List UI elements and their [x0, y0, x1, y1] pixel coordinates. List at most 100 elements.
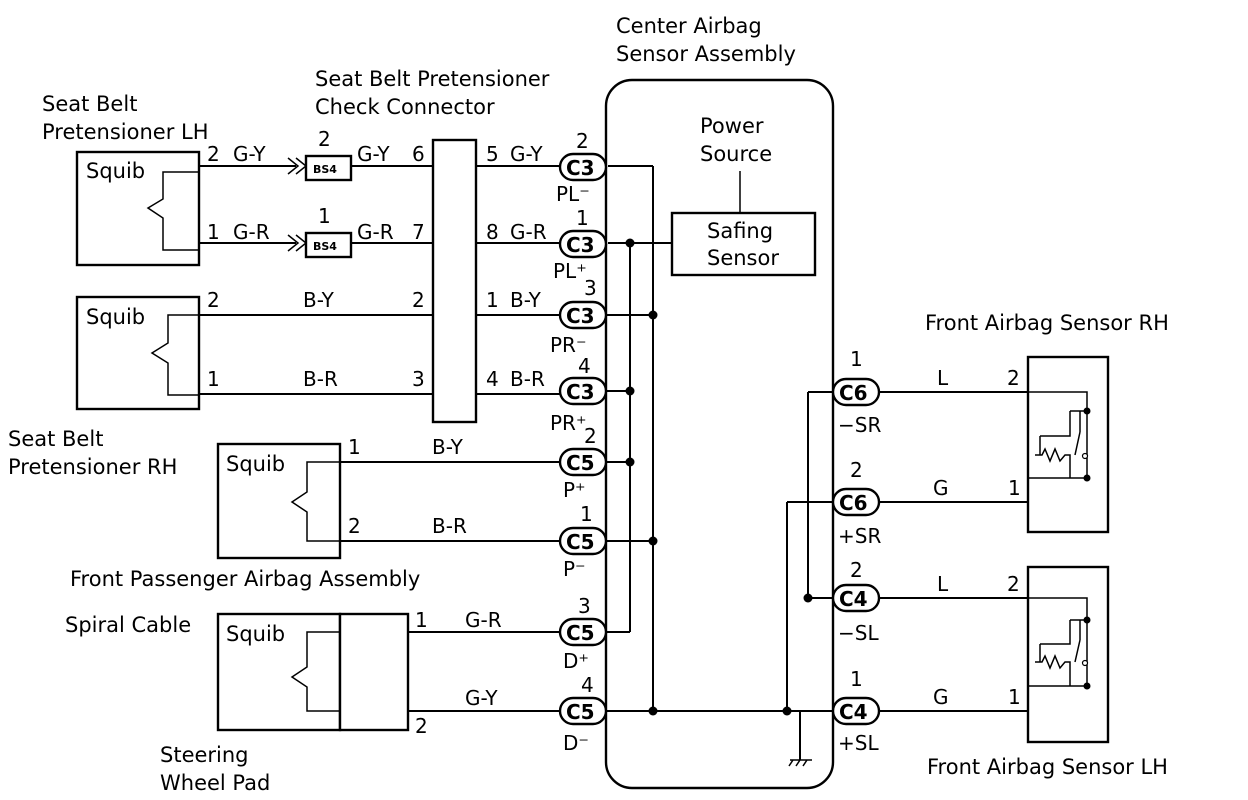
center-airbag-label-1: Center Airbag: [616, 14, 762, 38]
svg-text:3: 3: [584, 276, 597, 300]
junction-dot: [803, 593, 813, 603]
wire-color-label: G-Y: [233, 142, 266, 166]
pretensioner-rh-label-2: Pretensioner RH: [8, 455, 177, 479]
squib-element-icon: [290, 631, 340, 712]
bs4-connector-upper: [304, 154, 353, 182]
svg-text:C3: C3: [566, 380, 595, 404]
wire-color-label: G-R: [357, 220, 394, 244]
pin-label: 7: [412, 220, 425, 244]
signal-p-plus: P⁺: [563, 478, 586, 502]
front-airbag-sensor-lh-label: Front Airbag Sensor LH: [927, 755, 1168, 779]
pin-label: 1: [318, 204, 331, 228]
pin-label: 2: [318, 127, 331, 151]
pret-check-label-2: Check Connector: [315, 95, 495, 119]
sensor-switch-rh-icon: [1028, 391, 1091, 482]
bs4-connector-lower: [304, 231, 353, 259]
svg-text:C4: C4: [839, 700, 868, 724]
pret-check-label-1: Seat Belt Pretensioner: [315, 67, 550, 91]
wire-color-label: B-Y: [510, 288, 542, 312]
pin-label: 1: [348, 435, 361, 459]
spiral-cable-box: [338, 612, 410, 732]
connector-c4-pin1: C4 1: [831, 667, 881, 726]
connector-c5-pin2: C5 2: [558, 424, 608, 477]
svg-text:C5: C5: [566, 700, 595, 724]
signal-d-minus: D⁻: [563, 731, 589, 755]
signal-pr-minus: PR⁻: [550, 333, 587, 357]
safing-sensor-label-1: Safing: [707, 219, 773, 243]
check-connector-box: [431, 138, 478, 424]
junction-dot: [782, 706, 792, 716]
connector-c3-pin4: C3 4: [558, 354, 608, 406]
wire-color-label: G: [933, 685, 949, 709]
connector-c6-pin2: C6 2: [831, 458, 881, 517]
svg-text:3: 3: [578, 594, 591, 618]
pretensioner-lh-label-1: Seat Belt: [42, 92, 137, 116]
wire-color-label: L: [937, 366, 949, 390]
connector-c5-pin1: C5 1: [558, 502, 608, 556]
svg-text:4: 4: [581, 673, 594, 697]
squib-element-icon: [146, 171, 199, 251]
pin-label: 3: [412, 367, 425, 391]
front-airbag-sensor-rh-label: Front Airbag Sensor RH: [925, 311, 1169, 335]
squib-box-pretensioner-lh: [75, 150, 201, 267]
bs4-label-lower: BS4: [313, 240, 337, 253]
svg-text:2: 2: [850, 558, 863, 582]
pin-label: 2: [1007, 572, 1020, 596]
svg-text:1: 1: [576, 206, 589, 230]
connector-c5-pin3: C5 3: [558, 594, 608, 647]
center-airbag-sensor-box: [604, 78, 835, 790]
svg-text:C5: C5: [566, 530, 595, 554]
signal-sr-minus: −SR: [838, 413, 881, 437]
spiral-cable-label: Spiral Cable: [65, 613, 191, 637]
connector-c4-pin2: C4 2: [831, 558, 881, 613]
wire-color-label: G: [933, 476, 949, 500]
pin-label: 2: [412, 288, 425, 312]
svg-text:2: 2: [850, 458, 863, 482]
svg-text:C3: C3: [566, 304, 595, 328]
power-source-label-2: Source: [700, 142, 772, 166]
svg-text:1: 1: [850, 347, 863, 371]
junction-dot: [625, 238, 635, 248]
connector-c5-pin4: C5 4: [558, 673, 608, 726]
steering-wheel-pad-label-2: Wheel Pad: [160, 771, 270, 795]
svg-text:C5: C5: [566, 451, 595, 475]
wire-color-label: B-Y: [432, 435, 464, 459]
wire-color-label: G-Y: [465, 686, 498, 710]
pin-label: 2: [415, 714, 428, 738]
svg-text:C4: C4: [839, 587, 868, 611]
wire-color-label: G-Y: [510, 142, 543, 166]
svg-text:C3: C3: [566, 156, 595, 180]
signal-pl-plus: PL⁺: [553, 259, 587, 283]
wire-color-label: B-R: [303, 367, 338, 391]
connector-c3-pin3: C3 3: [558, 276, 608, 330]
signal-d-plus: D⁺: [563, 649, 589, 673]
connector-c3-pin2: C3 2: [558, 129, 608, 182]
svg-text:4: 4: [578, 354, 591, 378]
connector-c3-pin1: C3 1: [558, 206, 608, 259]
signal-sl-minus: −SL: [838, 621, 879, 645]
pin-label: 2: [207, 142, 220, 166]
pin-label: 1: [207, 220, 220, 244]
pin-label: 8: [486, 220, 499, 244]
svg-text:2: 2: [584, 424, 597, 448]
squib-label: Squib: [226, 622, 285, 646]
pin-label: 2: [348, 514, 361, 538]
svg-text:2: 2: [576, 129, 589, 153]
connector-c6-pin1: C6 1: [831, 347, 881, 407]
pretensioner-rh-label-1: Seat Belt: [8, 427, 103, 451]
squib-label: Squib: [86, 159, 145, 183]
svg-text:C3: C3: [566, 233, 595, 257]
wire-color-label: G-R: [233, 220, 270, 244]
signal-sl-plus: +SL: [838, 731, 879, 755]
pin-label: 1: [1008, 685, 1021, 709]
svg-text:1: 1: [580, 502, 593, 526]
squib-element-icon: [150, 314, 199, 396]
sensor-switch-lh-icon: [1028, 597, 1091, 690]
pin-label: 4: [486, 367, 499, 391]
wire-color-label: G-R: [465, 608, 502, 632]
squib-element-icon: [290, 461, 340, 542]
svg-text:C6: C6: [839, 381, 868, 405]
center-airbag-label-2: Sensor Assembly: [616, 42, 796, 66]
wire-color-label: G-R: [510, 220, 547, 244]
